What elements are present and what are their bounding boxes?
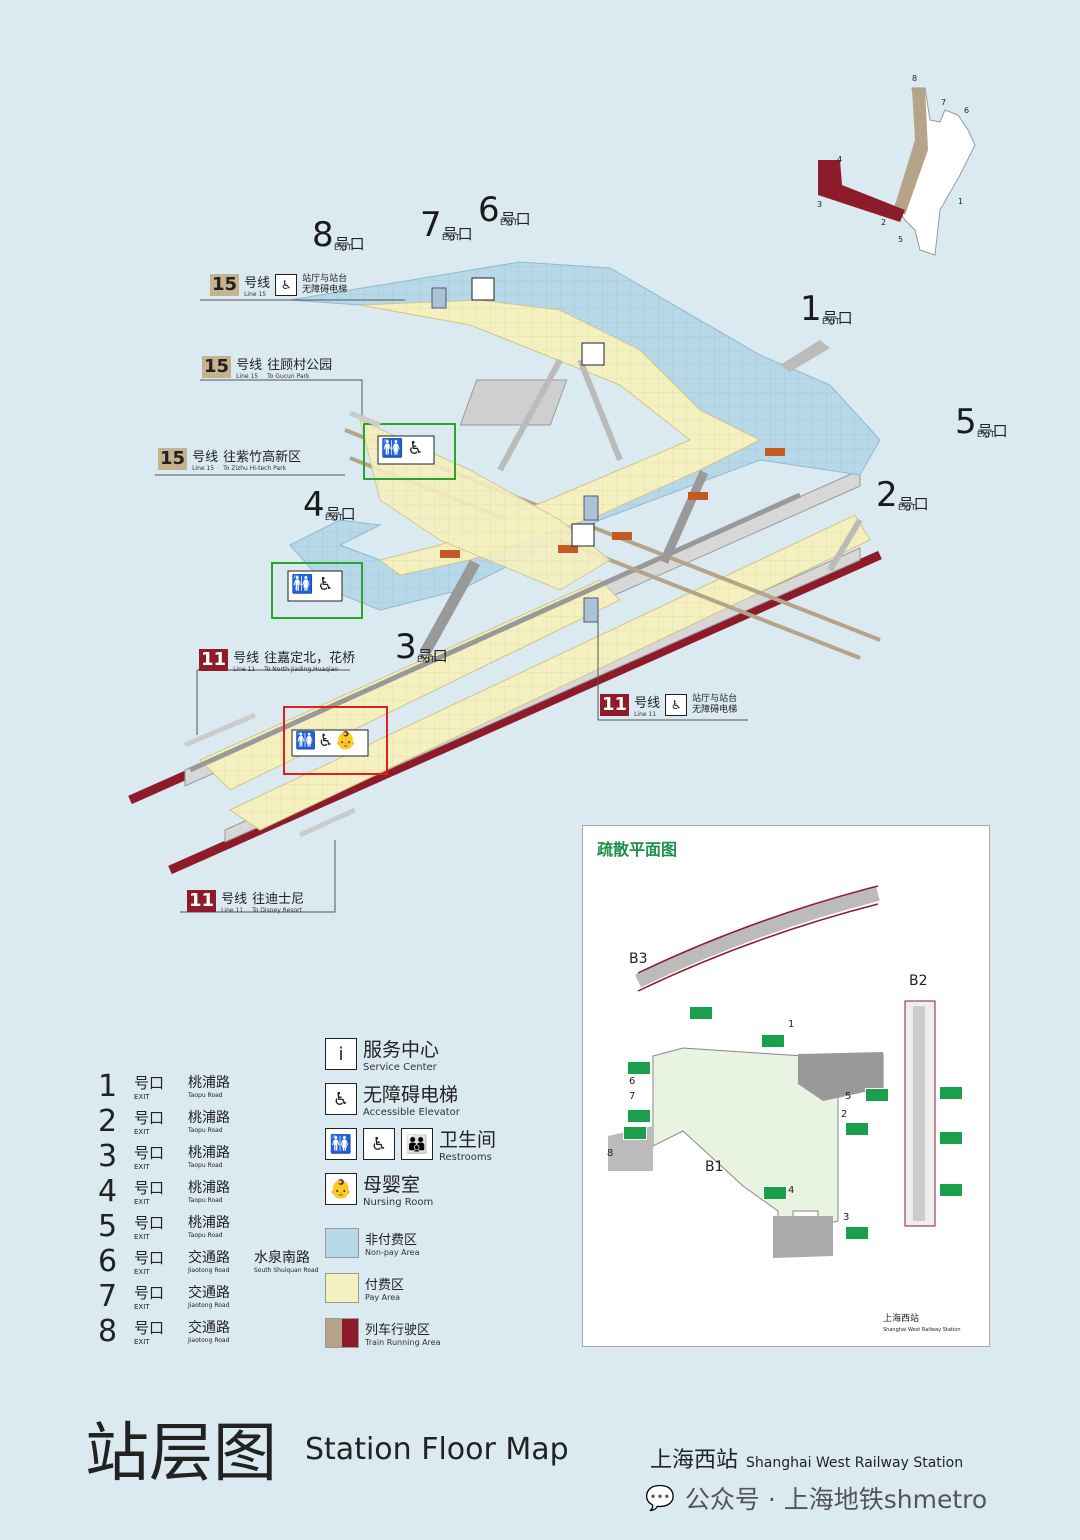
restroom-highlight-2 xyxy=(271,562,363,619)
restroom-highlight-3 xyxy=(283,706,388,775)
page-title-en: Station Floor Map xyxy=(305,1432,569,1467)
mini-exit-3: 3 xyxy=(817,200,823,209)
leader-lines xyxy=(155,299,748,913)
inset-exit-1: 1 xyxy=(788,1019,795,1030)
service-center-icon: ⅰ xyxy=(325,1038,357,1070)
evac-exit-sign xyxy=(627,1061,651,1075)
pay-swatch xyxy=(325,1273,359,1303)
mini-exit-2: 2 xyxy=(881,218,887,227)
evacuation-title: 疏散平面图 xyxy=(597,840,678,859)
b2-label: B2 xyxy=(909,973,928,989)
evac-exit-sign xyxy=(627,1109,651,1123)
restroom-icon: 🚻 xyxy=(325,1128,357,1160)
b1-label: B1 xyxy=(705,1159,724,1175)
evac-exit-sign xyxy=(865,1088,889,1102)
evac-exit-sign xyxy=(761,1034,785,1048)
mini-exit-7: 7 xyxy=(941,98,947,107)
nonpay-swatch xyxy=(325,1228,359,1258)
train-swatch xyxy=(325,1318,359,1348)
accessible-restroom-icon: ♿ xyxy=(363,1128,395,1160)
elevator-icon: ♿ xyxy=(275,274,298,296)
inset-exit-5: 5 xyxy=(845,1091,852,1102)
inset-exit-6: 6 xyxy=(629,1076,636,1087)
evac-exit-sign xyxy=(939,1183,963,1197)
b3-label: B3 xyxy=(629,951,648,967)
wechat-icon: 💬 xyxy=(645,1484,675,1512)
evac-exit-sign xyxy=(689,1006,713,1020)
nursing-room-icon: 👶 xyxy=(325,1173,357,1205)
mini-exit-1: 1 xyxy=(958,197,964,206)
page-title-cn: 站层图 xyxy=(85,1417,277,1491)
restroom-icon: 🚻♿ xyxy=(381,438,428,459)
evac-exit-sign xyxy=(763,1186,787,1200)
restroom-icon: 🚻♿ xyxy=(291,574,338,595)
inset-exit-3: 3 xyxy=(843,1212,850,1223)
evac-exit-sign xyxy=(939,1131,963,1145)
mini-location-map xyxy=(818,87,976,256)
evac-exit-sign xyxy=(845,1122,869,1136)
inset-exit-8: 8 xyxy=(607,1148,614,1159)
elevator-icon: ♿ xyxy=(665,694,688,716)
restroom-highlight-1 xyxy=(363,423,456,480)
mini-exit-8: 8 xyxy=(912,74,918,83)
footer-station: 上海西站 Shanghai West Railway Station xyxy=(650,1448,964,1473)
restroom-icon: 🚻♿👶 xyxy=(295,731,359,751)
direction-arrows xyxy=(184,410,381,838)
evac-exit-sign xyxy=(623,1126,647,1140)
watermark: 💬 公众号 · 上海地铁shmetro xyxy=(645,1484,988,1514)
inset-exit-4: 4 xyxy=(788,1185,795,1196)
evac-exit-sign xyxy=(939,1086,963,1100)
inset-exit-7: 7 xyxy=(629,1091,636,1102)
mini-exit-4: 4 xyxy=(837,155,843,164)
inset-exit-2: 2 xyxy=(841,1109,848,1120)
station-3d-map xyxy=(128,87,976,913)
elevator-icon: ♿ xyxy=(325,1083,357,1115)
evac-exit-sign xyxy=(845,1226,869,1240)
evacuation-drawing xyxy=(608,885,936,1258)
family-restroom-icon: 👪 xyxy=(401,1128,433,1160)
mini-exit-6: 6 xyxy=(964,106,970,115)
mini-exit-5: 5 xyxy=(898,235,904,244)
